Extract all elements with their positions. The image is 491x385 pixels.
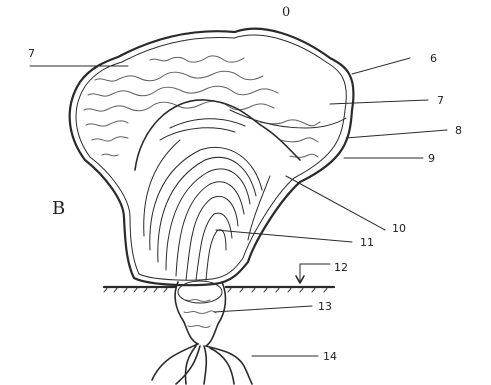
label-6: 6 bbox=[430, 52, 437, 65]
top-mark: 0 bbox=[282, 5, 290, 20]
stalk-outline bbox=[175, 282, 225, 346]
cortex-texture bbox=[84, 56, 320, 158]
label-14: 14 bbox=[323, 350, 337, 363]
label-8: 8 bbox=[455, 124, 462, 137]
leader-lines bbox=[30, 58, 447, 356]
body-outer-outline bbox=[70, 29, 354, 285]
label-9: 9 bbox=[428, 152, 435, 165]
roots bbox=[152, 344, 252, 384]
label-13: 13 bbox=[318, 300, 332, 313]
label-11: 11 bbox=[360, 236, 374, 249]
label-7-right: 7 bbox=[437, 94, 444, 107]
label-12: 12 bbox=[334, 261, 348, 274]
cortex-inner-boundary bbox=[135, 100, 300, 170]
plate-letter: B bbox=[52, 198, 65, 219]
label-7-left: 7 bbox=[28, 47, 35, 60]
cortex-inner-boundary-2 bbox=[230, 110, 346, 128]
stalk-texture bbox=[184, 299, 216, 327]
label-10: 10 bbox=[392, 222, 406, 235]
